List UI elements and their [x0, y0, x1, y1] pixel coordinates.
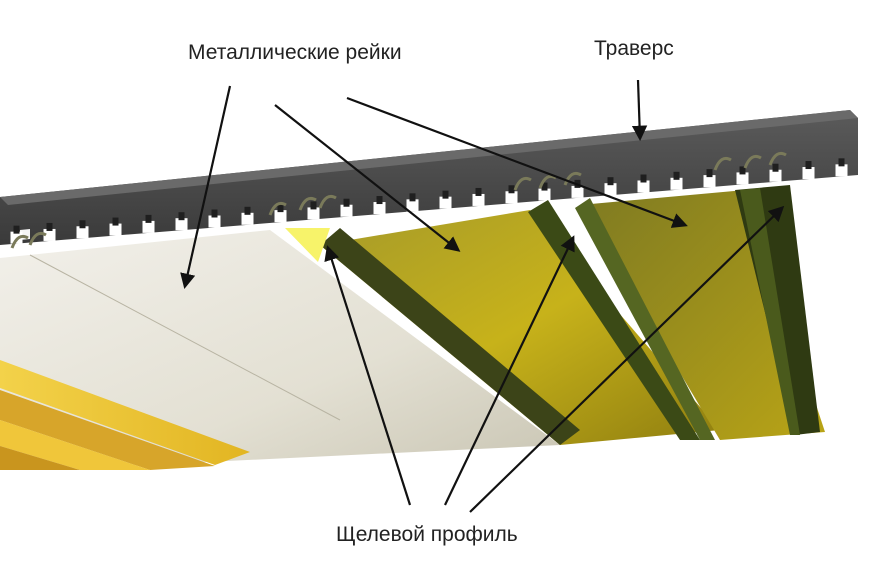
arrow-rails-2: [274, 104, 461, 252]
traverse-notch: [802, 167, 815, 180]
traverse-notch: [109, 223, 122, 236]
traverse-notch: [175, 218, 188, 231]
traverse-notch: [835, 164, 848, 177]
arrows: [180, 79, 785, 513]
traverse-notch: [76, 226, 89, 239]
traverse-notch-slot: [838, 158, 845, 167]
traverse-notch-slot: [508, 185, 515, 194]
traverse-notch-slot: [145, 214, 152, 223]
traverse-notch-slot: [739, 166, 746, 175]
traverse-notch: [505, 191, 518, 204]
traverse-notch-slot: [244, 206, 251, 215]
traverse-notch: [571, 185, 584, 198]
rail-seam: [29, 254, 341, 421]
traverse-notch: [439, 196, 452, 209]
rail-beige: [0, 230, 560, 470]
traverse-notch: [538, 188, 551, 201]
traverse-notch-slot: [277, 204, 284, 213]
arrow-slot-1: [324, 245, 412, 506]
traverse-notch-slot: [376, 196, 383, 205]
slot-profile-tip: [285, 228, 330, 262]
traverse-notch-slot: [211, 209, 218, 218]
traverse-notch-slot: [13, 225, 20, 234]
traverse-notch: [736, 172, 749, 185]
rail-yellow-left: [0, 360, 250, 470]
traverse-notch: [472, 193, 485, 206]
traverse-notch-slot: [310, 201, 317, 210]
arrow-rails-1: [180, 85, 232, 290]
traverse-notch-slot: [706, 169, 713, 178]
traverse-notch-slot: [178, 212, 185, 221]
traverse-notch-slot: [541, 182, 548, 191]
arrow-traverse: [631, 79, 648, 142]
traverse-notch: [208, 215, 221, 228]
traverse-notch: [406, 199, 419, 212]
traverse-notch-slot: [442, 190, 449, 199]
traverse-notch: [769, 169, 782, 182]
arrow-slot-3: [469, 205, 785, 513]
traverse-notch: [373, 202, 386, 215]
traverse-notch-slot: [673, 171, 680, 180]
traverse-notch: [670, 177, 683, 190]
traverse-notch-slot: [46, 222, 53, 231]
traverse-notch: [241, 212, 254, 225]
traverse-notch-slot: [607, 177, 614, 186]
traverse-notch-slot: [805, 161, 812, 170]
traverse-notch-slot: [772, 163, 779, 172]
traverse-notch: [637, 180, 650, 193]
traverse-notch: [604, 183, 617, 196]
label-slot-profile: Щелевой профиль: [336, 523, 518, 546]
rail-gold-group: [320, 185, 825, 445]
traverse-notch-slot: [640, 174, 647, 183]
arrow-slot-2: [444, 235, 575, 506]
traverse-notch-slot: [409, 193, 416, 202]
arrow-rails-3: [346, 96, 688, 228]
traverse-notch-slot: [475, 187, 482, 196]
traverse-notch-slot: [79, 220, 86, 229]
traverse-notch: [142, 220, 155, 233]
rail-hooks: [10, 151, 787, 249]
traverse-notch: [703, 175, 716, 188]
traverse-notch: [340, 204, 353, 217]
traverse-notch: [43, 228, 56, 241]
traverse-notch: [274, 210, 287, 223]
traverse-notches: [10, 158, 848, 244]
label-metal-rails: Металлические рейки: [188, 41, 402, 64]
traverse-notch: [307, 207, 320, 220]
label-traverse: Траверс: [594, 37, 674, 60]
traverse-notch-slot: [112, 217, 119, 226]
traverse-notch-slot: [343, 198, 350, 207]
